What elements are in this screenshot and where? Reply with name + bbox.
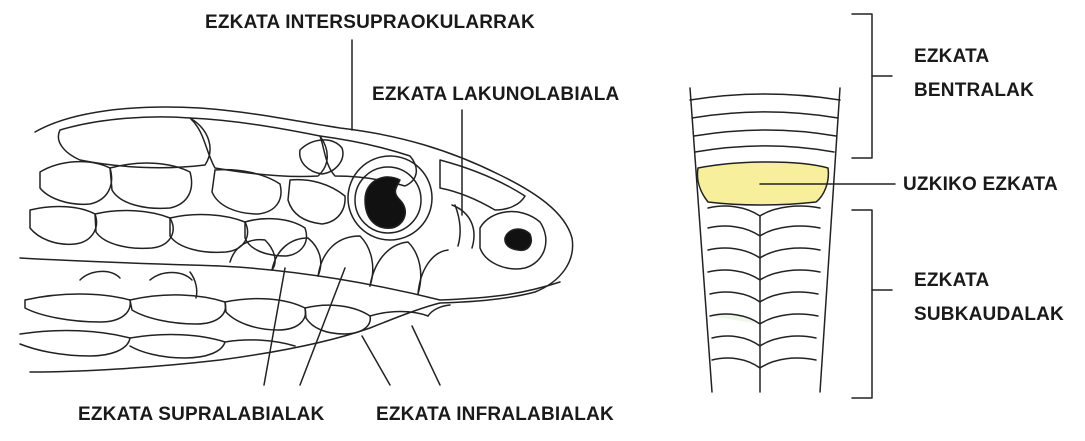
label-loreal-scale: EZKATA LAKUNOLABIALA xyxy=(372,84,619,106)
label-subcaudal-scales-line1: EZKATA xyxy=(914,270,989,292)
label-subcaudal-scales-line2: SUBKAUDALAK xyxy=(914,304,1064,326)
label-infralabial-scales: EZKATA INFRALABIALAK xyxy=(376,404,614,426)
label-intersupraocular-scales: EZKATA INTERSUPRAOKULARRAK xyxy=(205,12,535,34)
label-ventral-scales-line2: BENTRALAK xyxy=(914,80,1034,102)
label-supralabial-scales: EZKATA SUPRALABIALAK xyxy=(78,404,324,426)
label-anal-scale: UZKIKO EZKATA xyxy=(903,174,1058,196)
snake-underside-illustration xyxy=(690,14,895,398)
label-ventral-scales-line1: EZKATA xyxy=(914,46,989,68)
